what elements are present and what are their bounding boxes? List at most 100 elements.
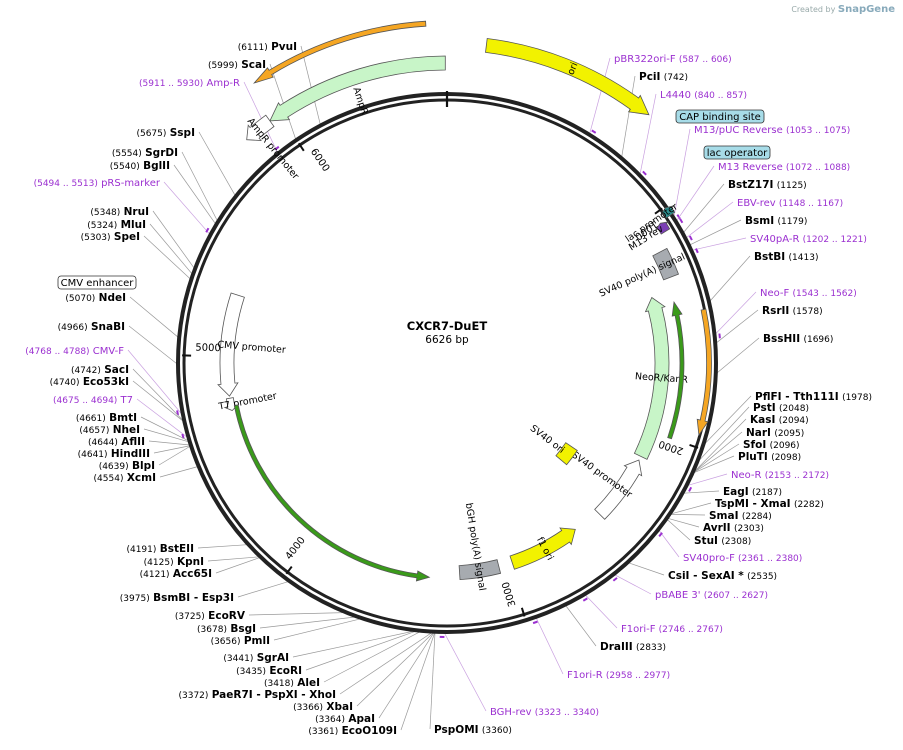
leader-bgh-rev [444, 632, 487, 712]
site-label-pspomi: PspOMI (3360) [434, 724, 512, 736]
leader-cmv-f [127, 349, 183, 415]
site-name-nari: NarI [746, 427, 771, 439]
feature-neo-orf [667, 300, 685, 440]
site-label-pcii: PciI (742) [639, 71, 688, 83]
leader-bglii [173, 164, 216, 225]
leader-eagi [683, 490, 720, 494]
feature-bgh-poly-a-signal [458, 559, 502, 581]
snapgene-logo: SnapGene [837, 4, 895, 15]
leader-sgrai [292, 630, 415, 658]
leader-nrui [152, 210, 195, 269]
site-label-blpi: (4639) BlpI [99, 460, 155, 472]
leader-bstz17i [683, 183, 725, 233]
site-pos-xcmi: (4554) [94, 474, 124, 484]
site-pos-pbr322ori-f: (587 .. 606) [679, 55, 732, 65]
site-name-avrii: AvrII [703, 522, 731, 534]
site-labels: pBR322ori-F (587 .. 606)PciI (742)L4440 … [25, 41, 872, 737]
tick-mark-4000 [285, 565, 293, 575]
leader-paer7i-pspxi-xhoi [339, 632, 433, 695]
site-label-nrui: (5348) NruI [90, 206, 149, 218]
site-name-m13-reverse: M13 Reverse [718, 162, 783, 173]
site-label-sv40pa-r: SV40pA-R (1202 .. 1221) [750, 234, 867, 245]
site-name-scai: ScaI [241, 59, 266, 71]
site-label-ebv-rev: EBV-rev (1148 .. 1167) [737, 198, 843, 209]
site-name-smai: SmaI [709, 510, 739, 522]
site-name-m13-puc-reverse: M13/pUC Reverse [694, 125, 783, 136]
site-label-apai: (3364) ApaI [315, 713, 375, 725]
site-label-ndei: (5070) NdeI [65, 292, 126, 304]
site-pos-ecoo109i: (3361) [308, 727, 338, 737]
primer-mark-amp-r [274, 145, 280, 151]
site-name-l4440: L4440 [660, 90, 691, 101]
leader-amp-r [243, 81, 278, 153]
site-label-neo-f: Neo-F (1543 .. 1562) [760, 288, 857, 299]
site-label-bsmi: BsmI (1179) [745, 215, 807, 227]
tick-mark-6000 [297, 142, 305, 152]
leader-mlui [149, 223, 193, 275]
site-label-ecoo109i: (3361) EcoO109I [308, 725, 397, 737]
site-name-kpni: KpnI [177, 556, 204, 568]
site-pos-bsmbi-esp3i: (3975) [120, 594, 150, 604]
site-name-hindiii: HindIII [111, 448, 150, 460]
site-pos-bsteii: (4191) [126, 545, 156, 555]
plasmid-name: CXCR7-DuET [407, 319, 488, 333]
leader-sv40pro-f [658, 530, 680, 558]
site-name-sspi: SspI [170, 127, 195, 139]
site-label-rsrii: RsrII (1578) [762, 305, 823, 317]
site-name-tspmi-xmai: TspMI - XmaI [715, 498, 791, 510]
leader-m13-puc-reverse [673, 128, 691, 217]
feature-lac-promoter [660, 205, 676, 219]
leader-f1ori-r [535, 617, 564, 675]
site-label-avrii: AvrII (2303) [703, 522, 764, 534]
feature-label-t7-promoter: T7 promoter [217, 391, 278, 413]
plasmid-center-title: CXCR7-DuET 6626 bp [407, 319, 488, 346]
site-label-bsmbi-esp3i: (3975) BsmBI - Esp3I [120, 592, 234, 604]
site-label-kpni: (4125) KpnI [144, 556, 204, 568]
backbone-inner-strand [182, 98, 712, 628]
site-pos-nrui: (5348) [90, 208, 120, 218]
site-pos-tspmi-xmai: (2282) [794, 500, 824, 510]
site-pos-alei: (3418) [264, 679, 294, 689]
site-name-prs-marker: pRS-marker [101, 178, 161, 189]
primer-mark-pbabe-3 [612, 577, 618, 582]
site-label-t7: (4675 .. 4694) T7 [53, 395, 133, 406]
leader-bsshii [716, 337, 760, 374]
tick-mark-2000 [689, 443, 699, 449]
leader-stui [666, 519, 691, 541]
site-label-spei: (5303) SpeI [81, 231, 140, 243]
site-name-pspomi: PspOMI [434, 724, 479, 736]
box-lac-operator [703, 145, 771, 160]
leader-pspomi [429, 632, 436, 730]
feature-ampr [269, 55, 446, 122]
leader-neo-f [715, 291, 757, 335]
tick-label-3000: 3000 [501, 580, 519, 608]
primer-mark-sv40pro-f [658, 532, 663, 538]
site-name-bsshii: BssHII [763, 333, 800, 345]
site-name-rsrii: RsrII [762, 305, 789, 317]
leader-psti [698, 406, 750, 462]
leader-nhei [143, 428, 189, 443]
site-pos-cmv-f: (4768 .. 4788) [25, 347, 89, 357]
site-label-mlui: (5324) MluI [87, 219, 146, 231]
site-pos-smai: (2284) [742, 512, 772, 522]
site-pos-m13-puc-reverse: (1053 .. 1075) [786, 126, 850, 136]
site-name-amp-r: Amp-R [207, 78, 241, 89]
site-pos-avrii: (2303) [734, 524, 764, 534]
site-label-neo-r: Neo-R (2153 .. 2172) [731, 470, 829, 481]
primer-mark-ebv-rev [688, 235, 693, 241]
leader-kasi [693, 418, 747, 473]
site-name-pbabe-3: pBABE 3' [655, 590, 701, 601]
site-pos-sv40pa-r: (1202 .. 1221) [803, 235, 867, 245]
leader-neo-r [687, 473, 728, 486]
feature-neo-upstream [696, 308, 712, 437]
site-pos-nari: (2095) [774, 429, 804, 439]
site-pos-amp-r: (5911 .. 5930) [139, 79, 203, 89]
leader-eco53ki [132, 380, 184, 422]
site-name-csii-sexai: CsiI - SexAI * [668, 570, 744, 582]
site-pos-csii-sexai: (2535) [747, 572, 777, 582]
plasmid-size: 6626 bp [425, 334, 469, 346]
site-label-acc65i: (4121) Acc65I [140, 568, 212, 580]
site-name-pvui: PvuI [271, 41, 297, 53]
site-pos-f1ori-f: (2746 .. 2767) [659, 625, 723, 635]
